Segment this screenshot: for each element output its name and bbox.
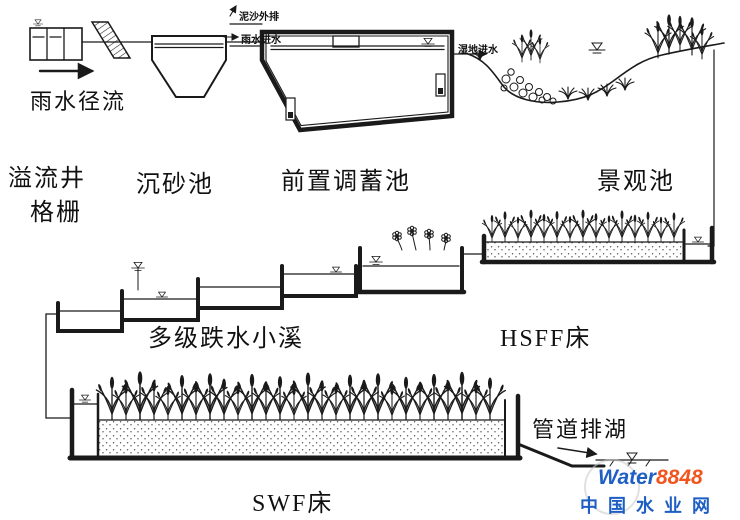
sediment-out-label: 泥沙外排 [239, 12, 279, 23]
distribution-tank-shape [355, 225, 467, 295]
overflow-well-label: 溢流井 [8, 166, 86, 192]
pre-storage-tank-label: 前置调蓄池 [281, 169, 411, 195]
hsff-bed-label: HSFF床 [500, 326, 592, 352]
rain-inflow-label: 雨水进水 [241, 35, 281, 46]
grate-label: 格栅 [30, 200, 82, 226]
logo-watermark-circle [584, 459, 640, 515]
pipe-to-lake-label: 管道排湖 [532, 417, 629, 442]
swf-plants [95, 370, 506, 421]
grit-chamber-shape [151, 35, 227, 98]
hsff-bed-shape [461, 209, 717, 265]
overflow-well-shape [29, 19, 83, 61]
tank-flowers [392, 225, 451, 251]
logo-site-name: 中国水业网 [580, 496, 720, 516]
landscape-pond-shape [467, 13, 725, 105]
logo-brand: Water8848 [598, 466, 703, 490]
outfall-shape [516, 442, 669, 468]
logo-brand-number: 8848 [655, 466, 703, 489]
pond-stones [500, 68, 557, 105]
swf-bed-label: SWF床 [252, 491, 334, 517]
grit-chamber-label: 沉砂池 [136, 172, 214, 198]
cascade-stream-shape [45, 261, 358, 419]
pre-storage-tank-shape [223, 5, 455, 133]
landscape-pond-label: 景观池 [597, 169, 675, 195]
cascade-stream-label: 多级跌水小溪 [148, 326, 304, 352]
hsff-plants [481, 209, 686, 243]
wetland-inflow-label: 湿地进水 [458, 45, 498, 56]
grate-shape [90, 21, 132, 59]
logo-brand-water: Water [598, 466, 656, 489]
swf-bed-shape [67, 370, 523, 461]
pond-plants [472, 13, 715, 101]
rain-runoff-label: 雨水径流 [30, 89, 127, 114]
